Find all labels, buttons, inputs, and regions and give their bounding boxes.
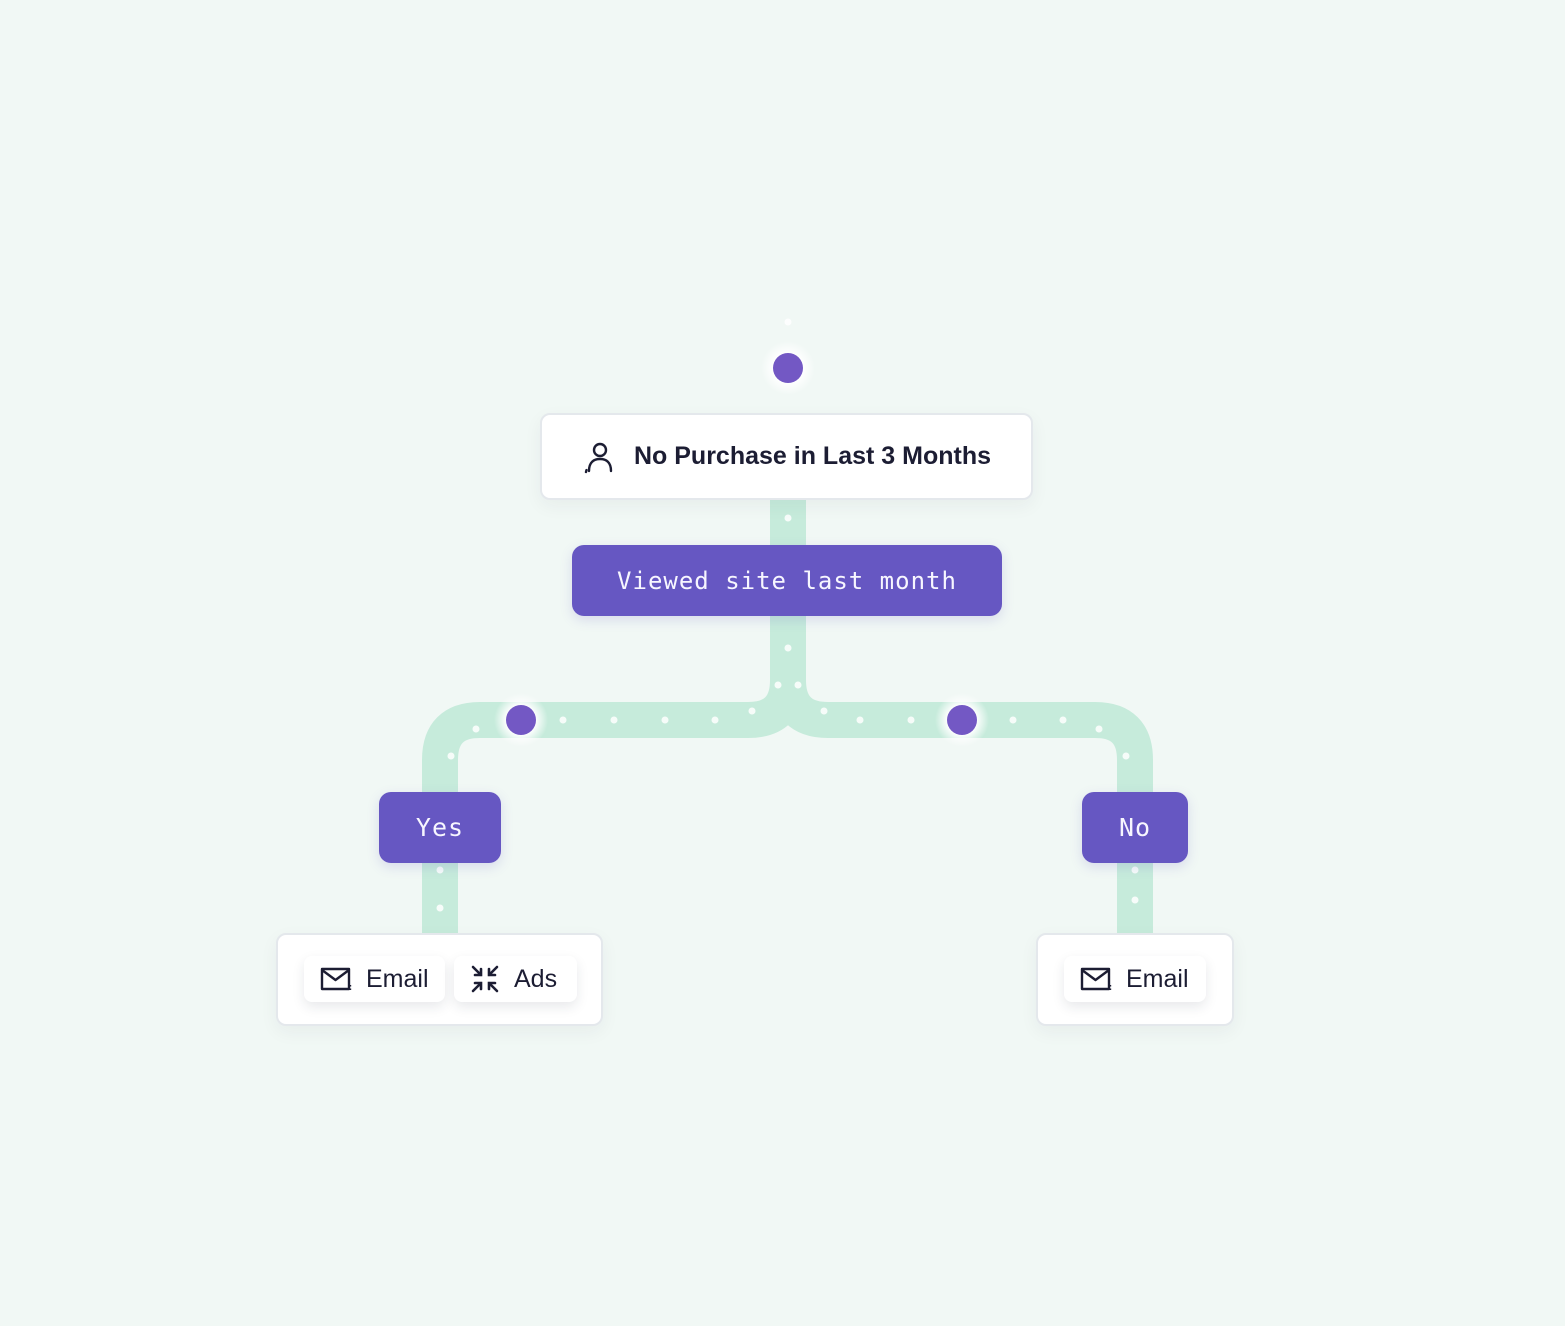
mail-icon [1080,966,1112,992]
ads-action-label: Ads [514,964,558,993]
yes-actions-card: Email Ads [276,933,603,1026]
path-flow-dots [436,318,1139,912]
yes-branch-path [422,616,806,792]
no-actions-card: Email [1036,933,1234,1026]
ads-icon [470,964,500,994]
yes-branch-label[interactable]: Yes [379,792,501,863]
no-branch-node [935,693,989,747]
mail-icon [320,966,352,992]
yes-branch-node [494,693,548,747]
email-action-label: Email [366,964,429,993]
segment-label: No Purchase in Last 3 Months [633,442,991,470]
no-branch-label[interactable]: No [1082,792,1188,863]
condition-pill[interactable]: Viewed site last month [572,545,1002,616]
segment-card[interactable]: No Purchase in Last 3 Months [540,413,1033,500]
ads-action-chip[interactable]: Ads [454,956,577,1002]
entry-node [761,341,815,395]
email-action-chip[interactable]: Email [1064,956,1206,1002]
person-icon [582,440,616,474]
email-action-label: Email [1126,964,1189,993]
email-action-chip[interactable]: Email [304,956,445,1002]
